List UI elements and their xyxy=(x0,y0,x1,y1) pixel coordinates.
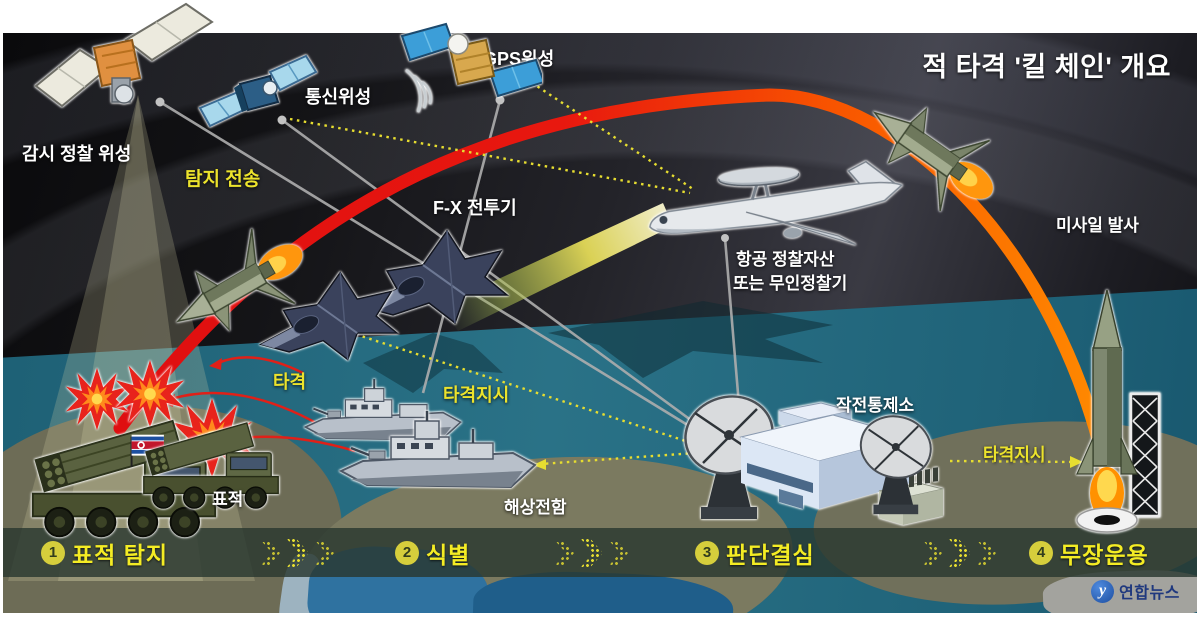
kill-chain-stage-bar: 1 표적 탐지 2 식별 3 판단결심 4 무장운용 xyxy=(3,528,1197,577)
stage-2-number: 2 xyxy=(395,540,419,565)
comm-satellite-icon xyxy=(198,54,318,128)
comm-satellite-label: 통신위성 xyxy=(305,87,372,107)
stage-3-decision: 3 판단결심 xyxy=(695,536,815,570)
gps-satellite-icon xyxy=(400,22,542,113)
stage-2-label: 식별 xyxy=(426,541,471,568)
launch-tower-icon xyxy=(1129,392,1161,518)
stage-1-label: 표적 탐지 xyxy=(72,541,169,568)
target-label: 표적 xyxy=(212,490,244,509)
ops-center-label: 작전통제소 xyxy=(836,396,915,415)
surveillance-satellite-label: 감시 정찰 위성 xyxy=(22,144,132,164)
stage-4-label: 무장운용 xyxy=(1060,541,1149,568)
infographic-canvas: 1 표적 탐지 2 식별 3 판단결심 4 무장운용 xyxy=(3,33,1197,613)
missile-icon xyxy=(842,62,1031,242)
stealth-jet-icon xyxy=(258,271,399,361)
infographic-title: 적 타격 '킬 체인' 개요 xyxy=(922,52,1171,82)
awacs-beam xyxy=(440,203,673,331)
fx-fighter-label: F-X 전투기 xyxy=(433,198,517,218)
detection-transmit-label: 탐지 전송 xyxy=(185,169,261,190)
explosion-icon xyxy=(115,359,185,429)
stage-1-number: 1 xyxy=(41,540,65,565)
stage-4-number: 4 xyxy=(1029,540,1053,565)
awacs-shadow xyxy=(548,301,833,378)
aerial-recon-label-line2: 또는 무인정찰기 xyxy=(733,274,848,293)
warship-icon xyxy=(338,411,537,489)
stage-3-label: 판단결심 xyxy=(726,541,815,568)
naval-ship-label: 해상전함 xyxy=(504,498,567,517)
chevron-separator-2 xyxy=(555,538,628,568)
chevron-separator-3 xyxy=(923,538,996,568)
stage-1-target-detection: 1 표적 탐지 xyxy=(41,536,168,570)
missile-icon xyxy=(146,195,333,370)
dish-antenna-icon xyxy=(859,415,932,515)
ops-center-building-icon xyxy=(684,395,944,525)
aerial-recon-label-line1: 항공 정찰자산 xyxy=(736,250,835,269)
missile-launch-label: 미사일 발사 xyxy=(1056,216,1139,235)
explosion-icon xyxy=(65,367,129,431)
mlrs-truck-icon xyxy=(143,422,279,509)
chevron-separator-1 xyxy=(261,538,334,568)
stage-2-identification: 2 식별 xyxy=(395,536,470,570)
strike-order-launch-label: 타격지시 xyxy=(983,445,1046,464)
yonhap-logo-icon: y xyxy=(1091,579,1114,603)
strike-label: 타격 xyxy=(273,372,307,392)
awacs-plane-icon xyxy=(649,160,903,246)
stage-3-number: 3 xyxy=(695,540,719,565)
signal-waves-icon xyxy=(405,68,432,113)
strike-order-ships-label: 타격지시 xyxy=(443,385,510,405)
surveillance-satellite-icon xyxy=(34,2,214,108)
yonhap-logo: y 연합뉴스 xyxy=(1091,579,1180,603)
stage-4-weapon-employment: 4 무장운용 xyxy=(1029,536,1149,570)
launch-missile-icon xyxy=(1076,289,1161,533)
yonhap-logo-text: 연합뉴스 xyxy=(1119,585,1180,602)
